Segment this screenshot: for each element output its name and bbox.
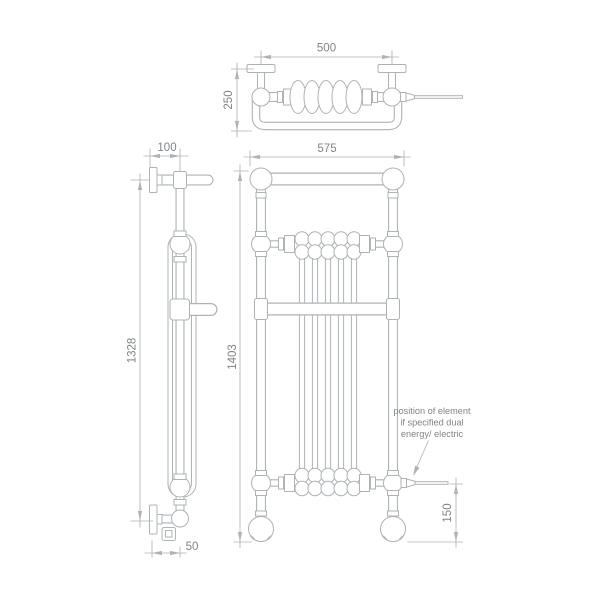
dimension-side-height: 1328	[127, 173, 153, 528]
dimension-top-width: 500	[254, 43, 399, 64]
rail-loop-plan	[251, 99, 403, 131]
side-view	[149, 167, 218, 541]
annotation-arrowhead	[413, 465, 420, 476]
rail-collar-left	[255, 192, 267, 199]
dimension-element-height: 150	[407, 477, 463, 548]
dimension-front-height: 1403	[227, 164, 252, 548]
dimension-top-depth: 250	[223, 62, 254, 138]
annotation-line-2: if specified dual	[400, 418, 463, 428]
front-view	[248, 167, 449, 542]
rail-ball-left	[249, 167, 273, 191]
ball-joint-left-plan	[251, 87, 271, 107]
dimension-front-width: 575	[243, 143, 411, 167]
annotation-line-1: position of element	[393, 406, 471, 416]
floor-feet	[248, 510, 406, 542]
dim-label-50: 50	[186, 541, 199, 553]
dim-label-1328: 1328	[127, 338, 139, 364]
nut-lower-top-side	[173, 473, 187, 480]
element-probe-front	[400, 478, 449, 488]
top-cross-collar-side	[173, 171, 187, 189]
towel-bar-side	[169, 298, 218, 321]
radiator-columns	[294, 231, 362, 497]
rail-collar-right	[387, 192, 399, 199]
element-annotation: position of element if specified dual en…	[393, 406, 471, 476]
wall-bracket-top-side	[149, 167, 163, 193]
dim-label-150: 150	[442, 503, 454, 522]
dimension-side-wall-offset: 100	[143, 142, 189, 172]
dim-label-575: 575	[317, 143, 336, 155]
dim-label-100: 100	[157, 142, 176, 154]
element-probe-plan	[400, 92, 463, 102]
annotation-line-3: energy/ electric	[401, 429, 464, 439]
ball-joint-right-plan	[382, 87, 402, 107]
top-view-plan	[246, 64, 463, 131]
top-pipe-row-front	[251, 231, 403, 257]
rail-ball-right	[381, 167, 405, 191]
dimension-side-bottom-offset: 50	[144, 540, 199, 558]
radiator-body-plan	[277, 80, 378, 114]
dim-label-250: 250	[223, 90, 235, 109]
dim-label-500: 500	[317, 43, 336, 55]
bottom-bracket-side	[149, 504, 189, 541]
nut-lower-bottom-side	[173, 499, 187, 506]
dim-label-1403: 1403	[227, 344, 239, 370]
towel-bar-front	[254, 298, 400, 320]
bottom-pipe-row-front	[251, 470, 403, 496]
nut-upper-top-side	[173, 230, 187, 237]
nut-upper-bottom-side	[173, 256, 187, 263]
annotation-leader-line	[415, 440, 429, 471]
